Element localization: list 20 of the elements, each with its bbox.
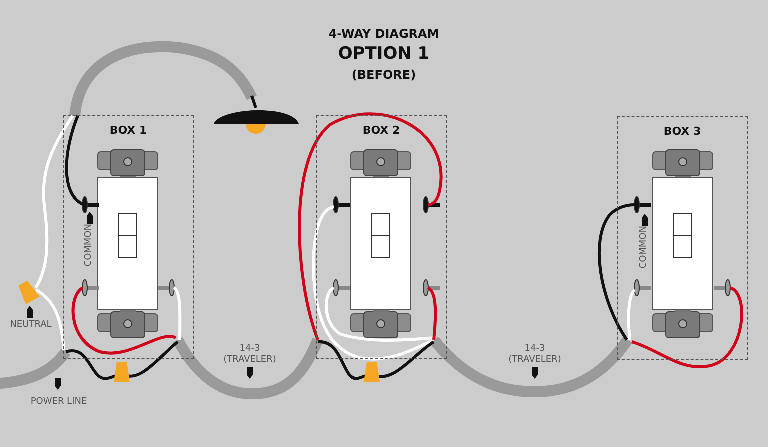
box-heading: BOX 3 — [664, 125, 702, 138]
diagram-subtitle: (BEFORE) — [350, 68, 418, 82]
box-heading: BOX 1 — [110, 124, 148, 137]
cable — [70, 42, 257, 117]
lamp-drawing — [214, 96, 299, 134]
cable — [0, 348, 70, 390]
cable-label: POWER LINE — [30, 397, 88, 408]
wire-label: NEUTRAL — [9, 320, 53, 331]
cable-label: 14-3 (TRAVELER) — [222, 344, 278, 366]
diagram-subtitle: OPTION 1 — [337, 44, 431, 64]
cable — [173, 337, 324, 400]
terminal-label: COMMON — [639, 226, 650, 269]
junction-box-outline — [63, 115, 194, 359]
diagram-title: 4-WAY DIAGRAM — [328, 27, 440, 41]
terminal-label: COMMON — [84, 224, 95, 267]
junction-box-outline — [316, 115, 447, 359]
junction-box-outline — [617, 116, 748, 360]
cable — [430, 336, 632, 398]
cable-label: 14-3 (TRAVELER) — [508, 344, 562, 366]
box-heading: BOX 2 — [362, 124, 400, 137]
